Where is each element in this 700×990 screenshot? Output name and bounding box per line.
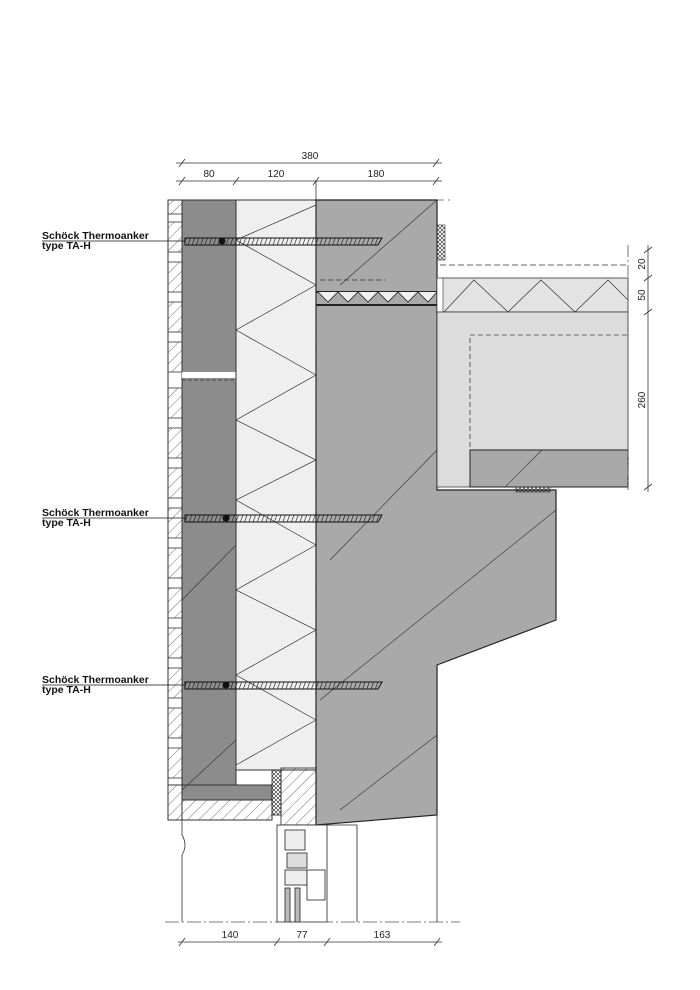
window-frame [271, 767, 358, 923]
inner-leaf [181, 199, 237, 801]
anchor-label-1: Schöck Thermoanker type TA-H [42, 230, 149, 252]
insulation-layer [235, 199, 317, 771]
anchor-label-type: type TA-H [42, 517, 91, 529]
dim-right-260: 260 [637, 391, 648, 408]
anchor-label-3: Schöck Thermoanker type TA-H [42, 674, 149, 696]
anchor-label-name: Schöck Thermoanker [42, 230, 149, 242]
thermo-anchors [42, 237, 383, 690]
dim-right-20: 20 [637, 258, 648, 270]
floor-buildup [436, 245, 629, 493]
dim-top-total: 380 [302, 151, 319, 162]
anchor-label-name: Schöck Thermoanker [42, 674, 149, 686]
dim-bottom-77: 77 [296, 930, 308, 941]
brick-facing [167, 199, 183, 821]
anchor-label-type: type TA-H [42, 240, 91, 252]
dim-top-120: 120 [268, 169, 285, 180]
dim-top-180: 180 [368, 169, 385, 180]
anchor-label-type: type TA-H [42, 684, 91, 696]
anchor-label-name: Schöck Thermoanker [42, 507, 149, 519]
bottom-dimension-lines [178, 937, 442, 947]
dim-right-50: 50 [637, 289, 648, 301]
anchor-label-2: Schöck Thermoanker type TA-H [42, 507, 149, 529]
dim-bottom-163: 163 [374, 930, 391, 941]
dim-bottom-140: 140 [222, 930, 239, 941]
right-dimension-lines [643, 245, 653, 492]
top-dimension-lines [176, 158, 442, 200]
dim-top-80: 80 [203, 169, 215, 180]
